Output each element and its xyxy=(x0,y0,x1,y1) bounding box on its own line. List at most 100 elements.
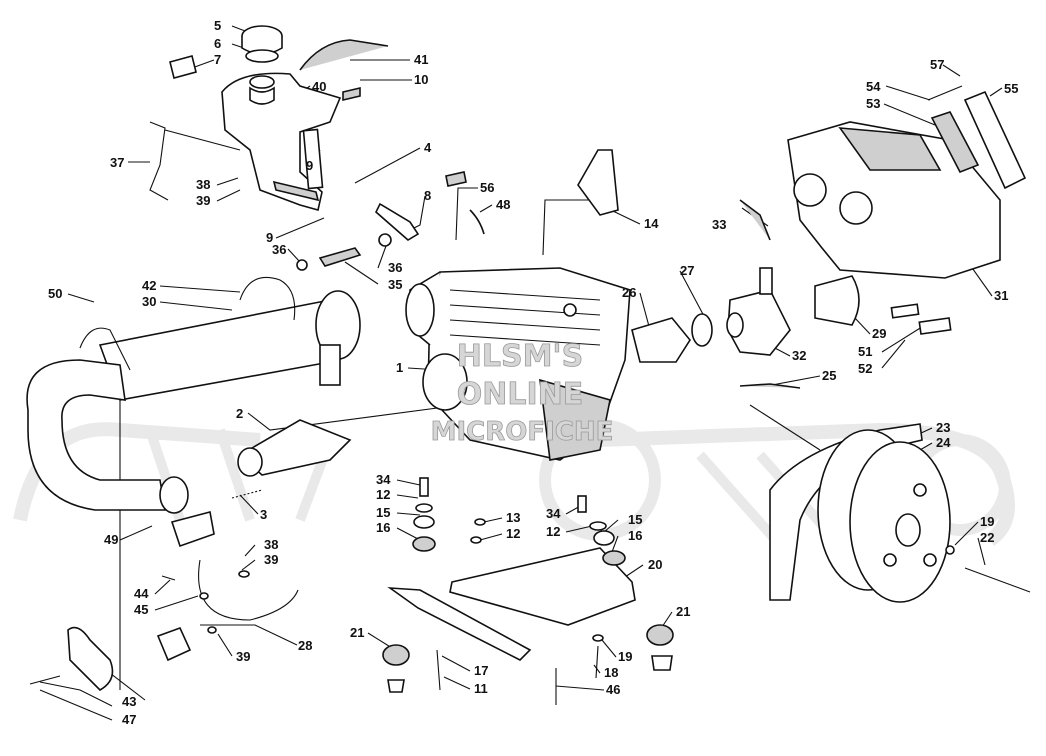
callout-17: 17 xyxy=(474,663,488,678)
callout-36a: 36 xyxy=(272,242,286,257)
tank-strap-37 xyxy=(149,121,169,201)
callout-2: 2 xyxy=(236,406,243,421)
watermark-line2: ONLINE xyxy=(457,377,584,412)
callout-25: 25 xyxy=(822,368,836,383)
callout-21a: 21 xyxy=(350,625,364,640)
callout-42: 42 xyxy=(142,278,156,293)
callout-40: 40 xyxy=(312,79,326,94)
callout-37: 37 xyxy=(110,155,124,170)
rod-57 xyxy=(927,85,963,101)
callout-12b: 12 xyxy=(506,526,520,541)
callout-30: 30 xyxy=(142,294,156,309)
callout-41: 41 xyxy=(414,52,428,67)
callout-labels: 5 6 7 41 40 10 37 9 4 38 39 8 9 36 36 35… xyxy=(48,18,1018,727)
hose-33 xyxy=(739,199,771,241)
callout-35: 35 xyxy=(388,277,402,292)
callout-29: 29 xyxy=(872,326,886,341)
fuel-tank xyxy=(221,72,342,211)
callout-51: 51 xyxy=(858,344,872,359)
callout-52: 52 xyxy=(858,361,872,376)
callout-38a: 38 xyxy=(196,177,210,192)
clamp-27 xyxy=(691,313,713,347)
callout-26: 26 xyxy=(622,285,636,300)
callout-28: 28 xyxy=(298,638,312,653)
filter-55 xyxy=(963,90,1027,190)
callout-9b: 9 xyxy=(266,230,273,245)
drive-clutch-24 xyxy=(817,429,951,603)
callout-19b: 19 xyxy=(618,649,632,664)
callout-20: 20 xyxy=(648,557,662,572)
callout-21b: 21 xyxy=(676,604,690,619)
screen-53 xyxy=(930,111,980,174)
hose-48 xyxy=(469,209,485,235)
callout-34b: 34 xyxy=(546,506,561,521)
callout-49: 49 xyxy=(104,532,118,547)
clamp-36a xyxy=(296,259,308,271)
bracket-47 xyxy=(156,626,192,662)
muffler-strap-42 xyxy=(239,276,296,321)
washer-19 xyxy=(945,545,955,555)
callout-16b: 16 xyxy=(628,528,642,543)
callout-3: 3 xyxy=(260,507,267,522)
callout-9a: 9 xyxy=(306,158,313,173)
callout-12c: 12 xyxy=(546,524,560,539)
callout-36b: 36 xyxy=(388,260,402,275)
callout-54: 54 xyxy=(866,79,881,94)
callout-19a: 19 xyxy=(980,514,994,529)
exhaust-pipe xyxy=(26,359,189,514)
fan-shroud-14 xyxy=(577,149,619,216)
callout-6: 6 xyxy=(214,36,221,51)
callout-27: 27 xyxy=(680,263,694,278)
callout-48: 48 xyxy=(496,197,510,212)
manifold-port xyxy=(237,447,263,477)
callout-34a: 34 xyxy=(376,472,391,487)
callout-16a: 16 xyxy=(376,520,390,535)
strap-rod xyxy=(164,129,241,151)
deflector-43 xyxy=(67,626,114,691)
watermark: HLSM'S ONLINE MICROFICHE xyxy=(430,339,614,448)
callout-57: 57 xyxy=(930,57,944,72)
callout-50: 50 xyxy=(48,286,62,301)
decal-7 xyxy=(169,55,197,79)
callout-22: 22 xyxy=(980,530,994,545)
spring-3 xyxy=(231,489,263,499)
pad-52 xyxy=(918,317,952,335)
callout-44: 44 xyxy=(134,586,149,601)
callout-24: 24 xyxy=(936,435,951,450)
carb-boot-29 xyxy=(814,275,860,326)
gasket-56 xyxy=(445,171,467,187)
pad-51 xyxy=(890,303,920,319)
callout-1: 1 xyxy=(396,360,403,375)
callout-13: 13 xyxy=(506,510,520,525)
callout-7: 7 xyxy=(214,52,221,67)
callout-39a: 39 xyxy=(196,193,210,208)
engine xyxy=(405,267,631,461)
callout-15a: 15 xyxy=(376,505,390,520)
callout-10: 10 xyxy=(414,72,428,87)
callout-56: 56 xyxy=(480,180,494,195)
muffler-strap-50 xyxy=(79,327,131,371)
callout-5: 5 xyxy=(214,18,221,33)
watermark-line3: MICROFICHE xyxy=(431,417,614,447)
clutch-bolt-22 xyxy=(964,567,1031,593)
fuel-line-35 xyxy=(318,247,362,267)
air-silencer-31 xyxy=(787,121,1001,279)
bracket-49 xyxy=(170,511,215,548)
carburetor xyxy=(726,267,791,356)
callout-8: 8 xyxy=(424,188,431,203)
callout-39b: 39 xyxy=(264,552,278,567)
fuel-filter-8 xyxy=(375,202,420,241)
fuel-line-25 xyxy=(739,383,801,389)
callout-4: 4 xyxy=(424,140,432,155)
mount-rail-17 xyxy=(387,587,532,661)
callout-38b: 38 xyxy=(264,537,278,552)
callout-23: 23 xyxy=(936,420,950,435)
callout-45: 45 xyxy=(134,602,148,617)
rubber-mounts-21 xyxy=(382,624,674,693)
callout-11: 11 xyxy=(474,681,488,696)
muffler xyxy=(98,290,361,401)
callout-14: 14 xyxy=(644,216,659,231)
fasteners xyxy=(29,477,626,705)
vent-hose-41 xyxy=(299,39,389,71)
